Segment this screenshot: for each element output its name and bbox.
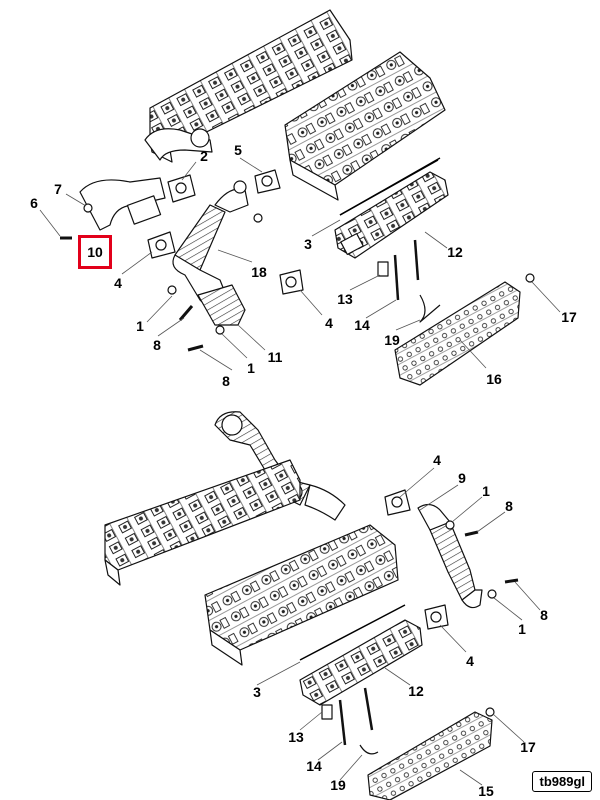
callout-10-highlighted[interactable]: 10	[78, 235, 112, 269]
callout-19[interactable]: 19	[384, 332, 400, 348]
callout-16[interactable]: 16	[486, 371, 502, 387]
callout-3[interactable]: 3	[253, 684, 261, 700]
callout-2[interactable]: 2	[200, 148, 208, 164]
callout-8[interactable]: 8	[505, 498, 513, 514]
callout-15[interactable]: 15	[478, 783, 494, 799]
lower-cylinder-head	[204, 524, 399, 651]
callout-8[interactable]: 8	[153, 337, 161, 353]
callout-11[interactable]: 11	[267, 349, 283, 365]
callout-1[interactable]: 1	[136, 318, 144, 334]
callout-14[interactable]: 14	[354, 317, 370, 333]
callout-18[interactable]: 18	[251, 264, 267, 280]
upper-downpipe	[197, 284, 246, 326]
lower-camshaft-housing	[104, 459, 301, 571]
callout-17[interactable]: 17	[520, 739, 536, 755]
callout-4[interactable]: 4	[466, 653, 474, 669]
callout-1[interactable]: 1	[518, 621, 526, 637]
callout-6[interactable]: 6	[30, 195, 38, 211]
callout-9[interactable]: 9	[458, 470, 466, 486]
callout-5[interactable]: 5	[234, 142, 242, 158]
lower-heat-shield	[367, 711, 493, 800]
callout-7[interactable]: 7	[54, 181, 62, 197]
callout-13[interactable]: 13	[337, 291, 353, 307]
upper-exhaust-manifold	[334, 171, 449, 259]
callout-13[interactable]: 13	[288, 729, 304, 745]
callout-3[interactable]: 3	[304, 236, 312, 252]
callout-14[interactable]: 14	[306, 758, 322, 774]
callout-8[interactable]: 8	[222, 373, 230, 389]
callout-19[interactable]: 19	[330, 777, 346, 793]
callout-1[interactable]: 1	[247, 360, 255, 376]
callout-4[interactable]: 4	[114, 275, 122, 291]
figure-code: tb989gl	[532, 771, 592, 792]
lower-exhaust-manifold	[299, 619, 423, 706]
callout-1[interactable]: 1	[482, 483, 490, 499]
callout-12[interactable]: 12	[408, 683, 424, 699]
callout-4[interactable]: 4	[325, 315, 333, 331]
upper-heat-shield	[394, 281, 521, 386]
callout-17[interactable]: 17	[561, 309, 577, 325]
callout-8[interactable]: 8	[540, 607, 548, 623]
callout-12[interactable]: 12	[447, 244, 463, 260]
callout-4[interactable]: 4	[433, 452, 441, 468]
